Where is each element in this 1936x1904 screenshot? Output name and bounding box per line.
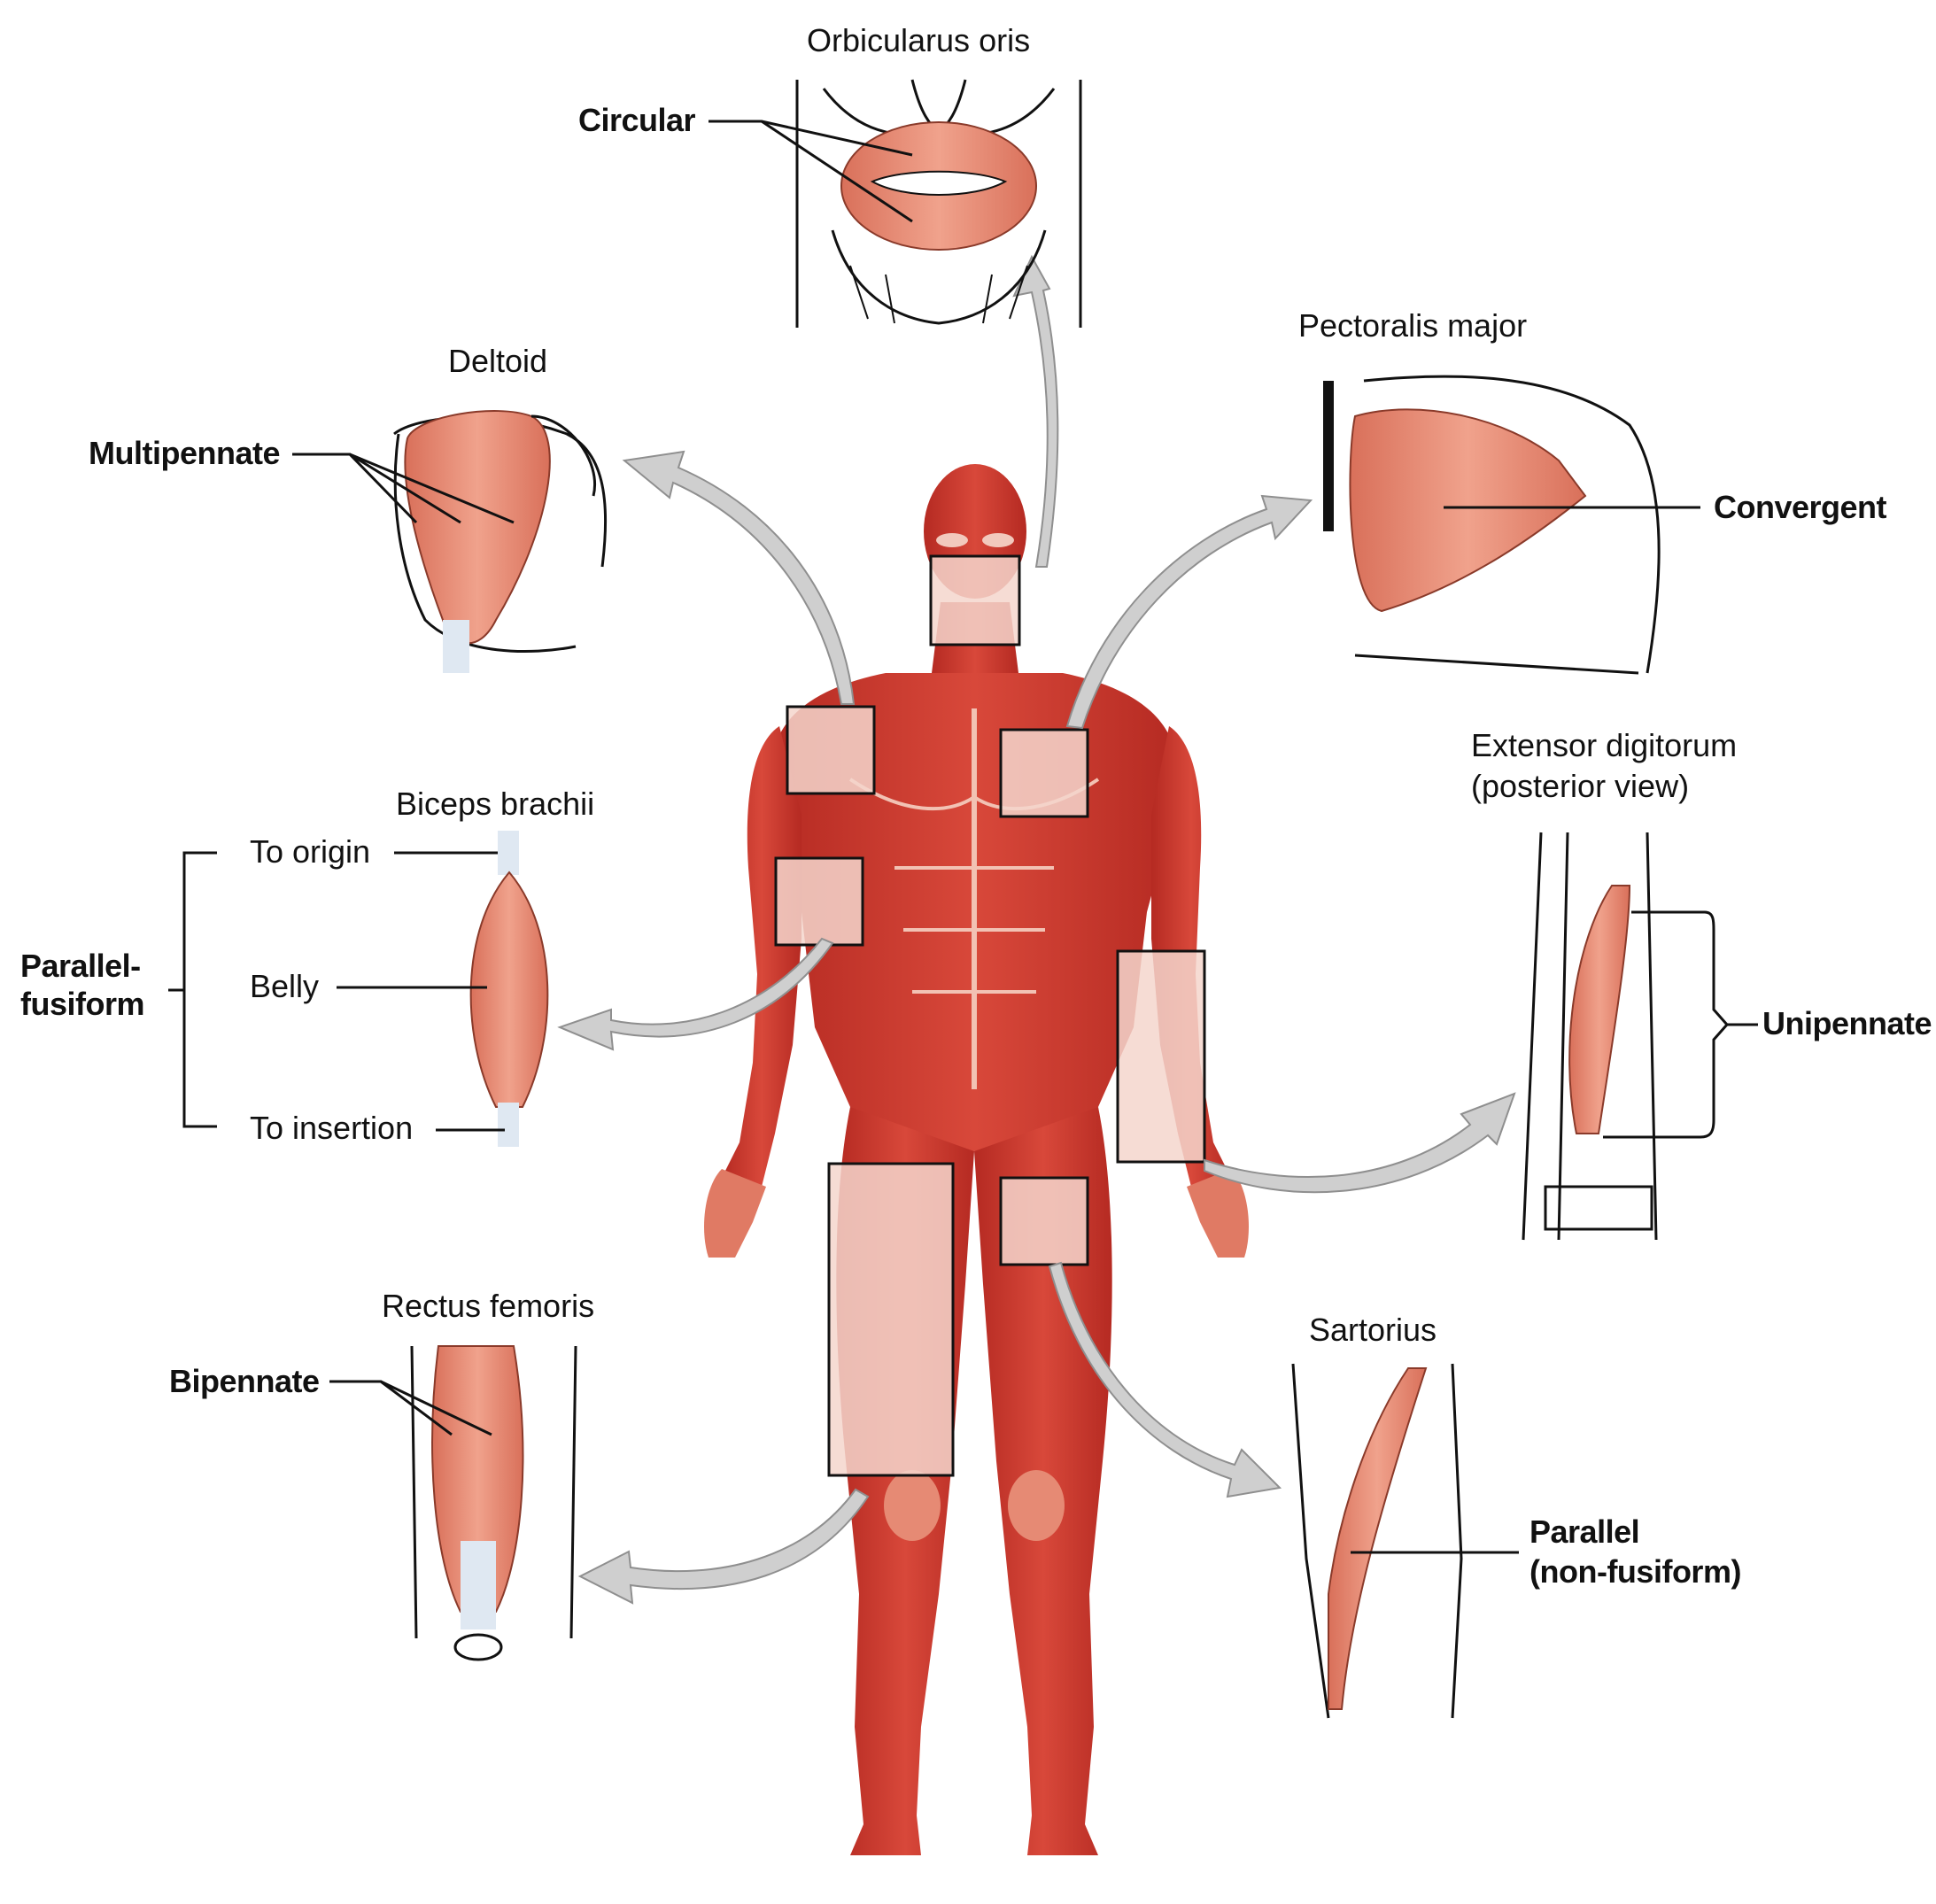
- rectus-highlight-box: [829, 1164, 953, 1475]
- extensor-highlight-box: [1118, 951, 1204, 1162]
- circular-type-label: Circular: [578, 102, 696, 138]
- circular-leader-lines: [709, 120, 913, 223]
- sartorius-highlight-box: [1001, 1178, 1088, 1265]
- sartorius-title: Sartorius: [1309, 1312, 1437, 1348]
- parallel-fusiform-label-line2: fusiform: [20, 986, 145, 1022]
- pectoralis-highlight-box: [1001, 730, 1088, 817]
- orbicularis-illustration: [795, 79, 1082, 328]
- belly-label: Belly: [250, 968, 320, 1004]
- biceps-highlight-box: [776, 858, 863, 945]
- convergent-type-label: Convergent: [1714, 489, 1887, 525]
- multipennate-type-label: Multipennate: [89, 435, 281, 471]
- parallel-type-label-line1: Parallel: [1529, 1513, 1640, 1550]
- bipennate-leader-lines: [329, 1380, 492, 1436]
- extensor-illustration: [1522, 832, 1658, 1241]
- multipennate-leader-lines: [292, 453, 515, 524]
- to-origin-label: To origin: [250, 833, 371, 870]
- face-highlight-box: [931, 556, 1019, 645]
- unipennate-bracket: [1603, 910, 1758, 1139]
- unipennate-type-label: Unipennate: [1762, 1005, 1932, 1041]
- parallel-type-label-line2: (non-fusiform): [1529, 1553, 1741, 1590]
- biceps-leader-lines: [168, 851, 505, 1132]
- deltoid-highlight-box: [787, 707, 874, 793]
- extensor-title-line2: (posterior view): [1471, 768, 1690, 804]
- callout-arrows: [557, 254, 1516, 1605]
- biceps-illustration: [469, 831, 549, 1147]
- rectus-title: Rectus femoris: [382, 1288, 595, 1324]
- rectus-illustration: [410, 1345, 577, 1661]
- orbicularis-title: Orbicularus oris: [807, 22, 1031, 58]
- human-body-figure: [704, 464, 1249, 1855]
- extensor-title-line1: Extensor digitorum: [1471, 727, 1738, 763]
- deltoid-illustration: [393, 410, 608, 673]
- parallel-fusiform-label-line1: Parallel-: [20, 948, 141, 984]
- pectoralis-illustration: [1323, 375, 1661, 675]
- pectoralis-title: Pectoralis major: [1298, 307, 1528, 344]
- deltoid-title: Deltoid: [448, 343, 548, 379]
- sartorius-illustration: [1291, 1363, 1463, 1719]
- bipennate-type-label: Bipennate: [169, 1363, 320, 1399]
- to-insertion-label: To insertion: [250, 1110, 414, 1146]
- biceps-title: Biceps brachii: [396, 786, 595, 822]
